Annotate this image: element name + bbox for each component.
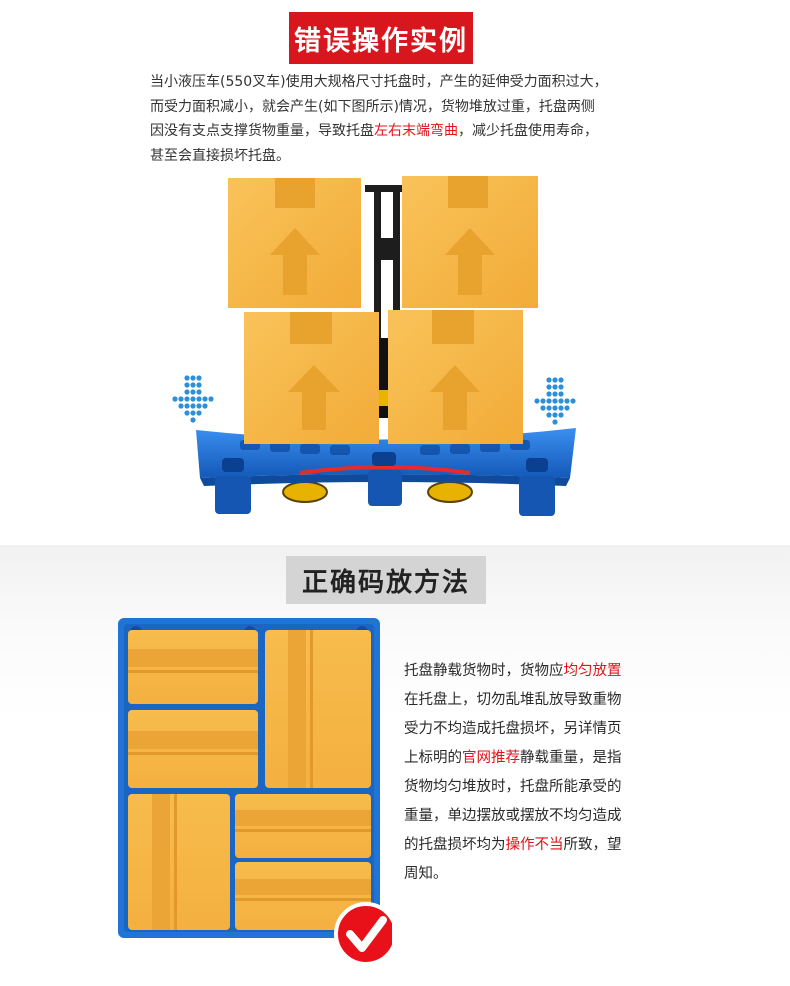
text-run: ，减少托盘使用寿命， [458, 123, 598, 139]
text-run: 所致，望 [563, 837, 622, 853]
text-line: 重量，单边摆放或摆放不均匀造成 [404, 802, 666, 831]
text-line: 甚至会直接损坏托盘。 [150, 144, 650, 169]
dotted-down-arrow-icon [534, 377, 576, 425]
error-section-title: 错误操作实例 [289, 12, 473, 64]
cargo-box [128, 710, 258, 788]
text-run: 上标明的 [404, 750, 462, 766]
text-line: 周知。 [404, 860, 666, 889]
overloaded-pallet-illustration [172, 176, 576, 516]
cargo-box [235, 794, 371, 858]
text-line: 在托盘上，切勿乱堆乱放导致重物 [404, 686, 666, 715]
text-run: 静载重量，是指 [520, 750, 622, 766]
text-line: 托盘静载货物时，货物应均匀放置 [404, 657, 666, 686]
cargo-box [388, 310, 523, 444]
text-run: 而受力面积减小，就会产生(如下图所示)情况，货物堆放过重，托盘两侧 [150, 98, 595, 115]
text-run: 的托盘损坏均为 [404, 837, 506, 853]
cargo-boxes [228, 176, 538, 444]
correct-section-title: 正确码放方法 [286, 556, 486, 604]
cargo-box [402, 176, 538, 308]
cargo-box [235, 862, 371, 930]
text-run: 重量，单边摆放或摆放不均匀造成 [404, 808, 622, 824]
text-run: 甚至会直接损坏托盘。 [150, 147, 290, 164]
dotted-down-arrow-icon [172, 375, 214, 423]
text-line: 因没有支点支撑货物重量，导致托盘左右末端弯曲，减少托盘使用寿命， [150, 119, 650, 144]
text-run: 当小液压车(550叉车)使用大规格尺寸托盘时，产生的延伸受力面积过大， [150, 74, 608, 90]
correct-description: 托盘静载货物时，货物应均匀放置在托盘上，切勿乱堆乱放导致重物受力不均造成托盘损坏… [404, 657, 666, 889]
text-line: 上标明的官网推荐静载重量，是指 [404, 744, 666, 773]
even-load-diagram [118, 618, 398, 966]
highlighted-text: 均匀放置 [563, 663, 622, 679]
highlighted-text: 操作不当 [505, 837, 564, 853]
highlighted-text: 左右末端弯曲 [374, 123, 458, 139]
cargo-box [265, 630, 371, 788]
text-run: 周知。 [404, 866, 448, 882]
cargo-box [228, 178, 361, 308]
text-line: 的托盘损坏均为操作不当所致，望 [404, 831, 666, 860]
text-line: 货物均匀堆放时，托盘所能承受的 [404, 773, 666, 802]
check-mark-icon [334, 902, 398, 966]
text-run: 在托盘上，切勿乱堆乱放导致重物 [404, 692, 622, 708]
text-run: 因没有支点支撑货物重量，导致托盘 [150, 123, 374, 139]
text-run: 货物均匀堆放时，托盘所能承受的 [404, 779, 622, 795]
text-run: 受力不均造成托盘损坏，另详情页 [404, 721, 622, 737]
text-line: 而受力面积减小，就会产生(如下图所示)情况，货物堆放过重，托盘两侧 [150, 95, 650, 120]
cargo-box [244, 312, 379, 444]
error-description: 当小液压车(550叉车)使用大规格尺寸托盘时，产生的延伸受力面积过大， 而受力面积… [150, 70, 650, 168]
even-load-illustration [110, 612, 398, 974]
cargo-box [128, 630, 258, 704]
text-line: 受力不均造成托盘损坏，另详情页 [404, 715, 666, 744]
text-line: 当小液压车(550叉车)使用大规格尺寸托盘时，产生的延伸受力面积过大， [150, 70, 650, 95]
highlighted-text: 官网推荐 [462, 750, 520, 766]
cargo-box [128, 794, 230, 930]
text-run: 托盘静载货物时，货物应 [404, 663, 564, 679]
